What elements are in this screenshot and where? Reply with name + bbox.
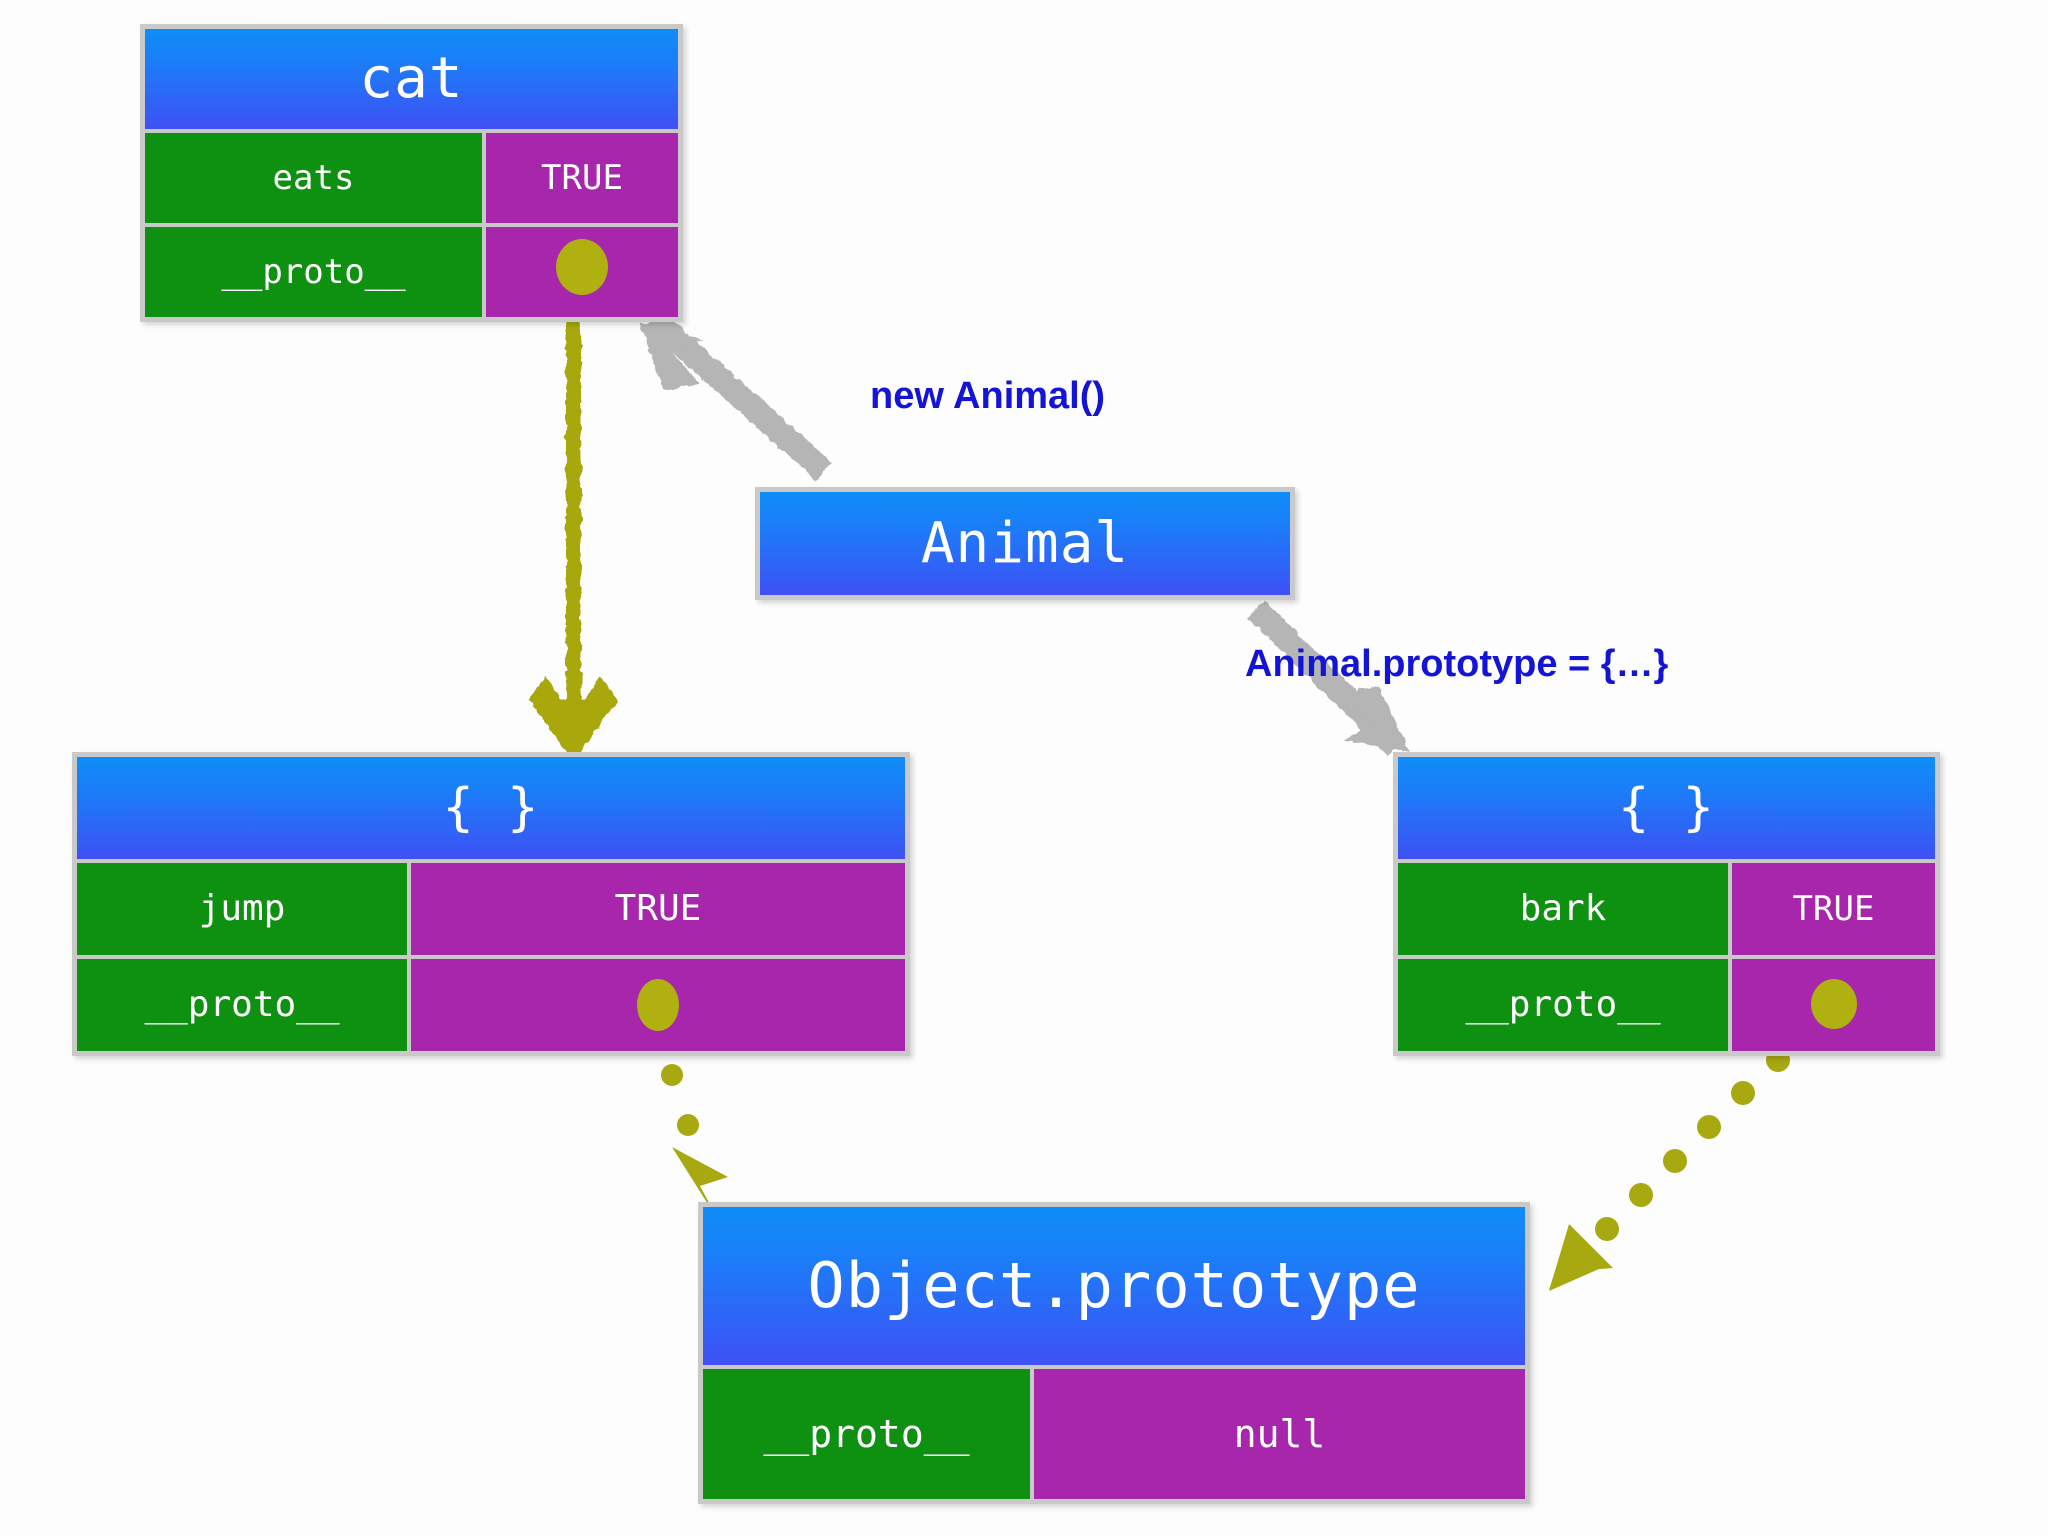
arrow-right-prototype-to-object-prototype [1549, 1048, 1790, 1291]
table-row: eats TRUE [145, 133, 678, 223]
property-value-eats: TRUE [486, 133, 678, 223]
property-value-null: null [1034, 1369, 1525, 1499]
object-title-cat: cat [145, 29, 678, 129]
property-value-proto-reference [411, 959, 905, 1051]
property-value-jump: TRUE [411, 863, 905, 955]
table-row: jump TRUE [77, 863, 905, 955]
object-title-animal-prototype-right: { } [1398, 757, 1935, 859]
table-row: __proto__ [1398, 959, 1935, 1051]
property-key-proto: __proto__ [703, 1369, 1030, 1499]
object-title-animal: Animal [760, 492, 1290, 595]
object-title-animal-prototype-left: { } [77, 757, 905, 859]
arrow-animal-to-cat [639, 310, 832, 480]
property-key-eats: eats [145, 133, 482, 223]
arrow-cat-proto-to-animal-prototype [529, 300, 618, 762]
object-box-cat[interactable]: cat eats TRUE __proto__ [140, 24, 683, 322]
table-row: bark TRUE [1398, 863, 1935, 955]
property-key-jump: jump [77, 863, 407, 955]
object-box-animal-prototype-left[interactable]: { } jump TRUE __proto__ [72, 752, 910, 1056]
property-key-proto: __proto__ [77, 959, 407, 1051]
proto-label: __proto__ [221, 252, 406, 292]
caption-new-animal: new Animal() [870, 375, 1106, 417]
object-box-animal[interactable]: Animal [755, 487, 1295, 600]
table-row: __proto__ [77, 959, 905, 1051]
reference-dot-icon [556, 239, 608, 295]
arrow-left-prototype-to-object-prototype [661, 1064, 728, 1225]
reference-dot-icon [637, 979, 679, 1031]
table-row: __proto__ [145, 227, 678, 317]
proto-label: __proto__ [144, 984, 340, 1025]
table-row: __proto__ null [703, 1369, 1525, 1499]
object-box-object-prototype[interactable]: Object.prototype __proto__ null [698, 1202, 1530, 1504]
property-key-proto: __proto__ [1398, 959, 1728, 1051]
property-key-proto: __proto__ [145, 227, 482, 317]
object-title-object-prototype: Object.prototype [703, 1207, 1525, 1365]
arrow-animal-to-right-prototype [1248, 600, 1410, 756]
reference-dot-icon [1811, 979, 1857, 1029]
object-box-animal-prototype-right[interactable]: { } bark TRUE __proto__ [1393, 752, 1940, 1056]
property-value-proto-reference [486, 227, 678, 317]
property-key-bark: bark [1398, 863, 1728, 955]
caption-animal-prototype-assign: Animal.prototype = {…} [1245, 643, 1669, 685]
property-value-bark: TRUE [1732, 863, 1935, 955]
proto-label: __proto__ [1465, 984, 1661, 1025]
proto-label: __proto__ [763, 1412, 970, 1456]
property-value-proto-reference [1732, 959, 1935, 1051]
